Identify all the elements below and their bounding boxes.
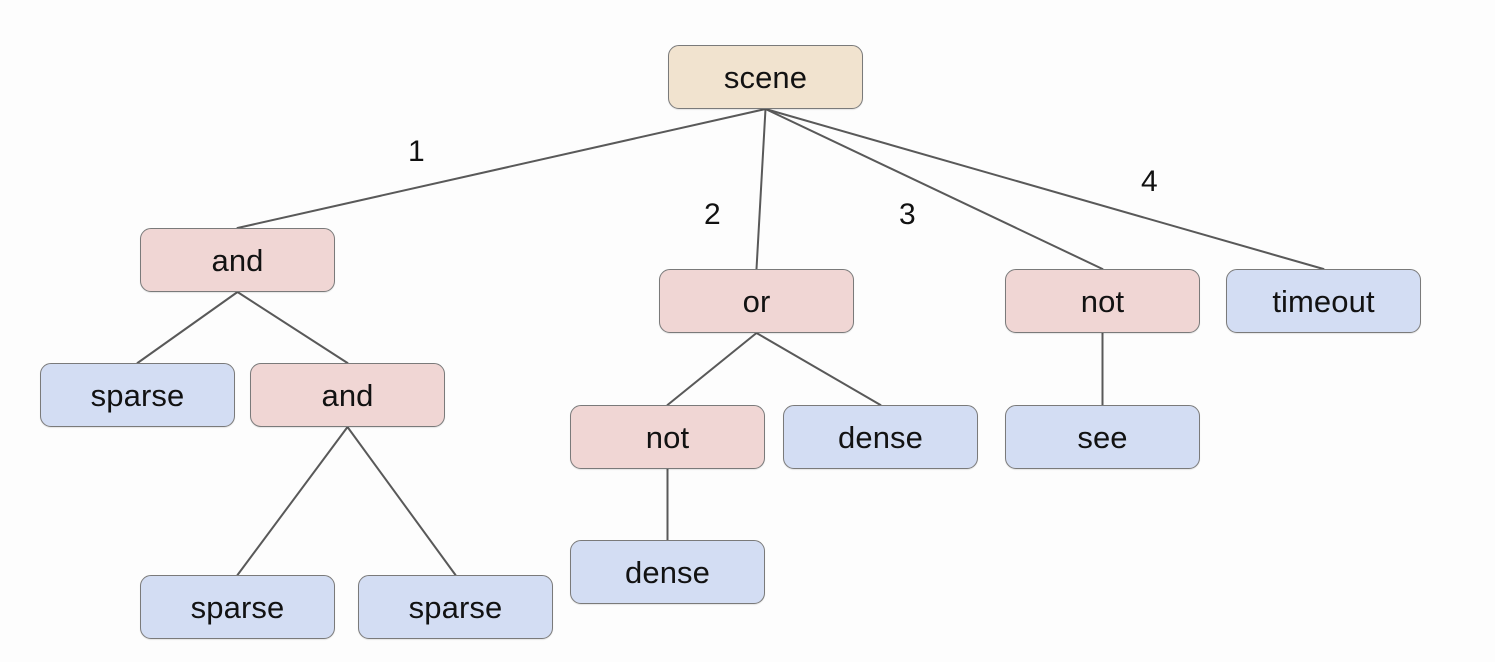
edge-label-4: 4 [1141,165,1158,198]
tree-node-and2[interactable]: and [250,363,445,427]
tree-node-not2[interactable]: not [570,405,765,469]
tree-node-scene[interactable]: scene [668,45,863,109]
tree-node-sparse1[interactable]: sparse [40,363,235,427]
edge-label-2: 2 [704,198,721,231]
edge-and1-to-sparse1 [136,291,239,364]
edge-and2-to-sparse3 [346,426,457,576]
tree-node-sparse3[interactable]: sparse [358,575,553,639]
tree-node-timeout[interactable]: timeout [1226,269,1421,333]
edge-scene-to-or1 [755,108,767,270]
tree-node-or1[interactable]: or [659,269,854,333]
edge-or1-to-not2 [666,332,758,406]
edge-or1-to-dense1 [755,332,882,406]
tree-node-see[interactable]: see [1005,405,1200,469]
edge-and1-to-and2 [236,291,349,364]
tree-node-and1[interactable]: and [140,228,335,292]
edge-scene-to-and1 [236,108,767,229]
tree-node-dense1[interactable]: dense [783,405,978,469]
edge-and2-to-sparse2 [236,426,349,576]
edge-scene-to-timeout [764,108,1325,270]
edge-label-3: 3 [899,198,916,231]
tree-node-sparse2[interactable]: sparse [140,575,335,639]
edge-scene-to-not1 [764,108,1104,270]
tree-node-dense2[interactable]: dense [570,540,765,604]
tree-node-not1[interactable]: not [1005,269,1200,333]
edge-label-1: 1 [408,135,425,168]
